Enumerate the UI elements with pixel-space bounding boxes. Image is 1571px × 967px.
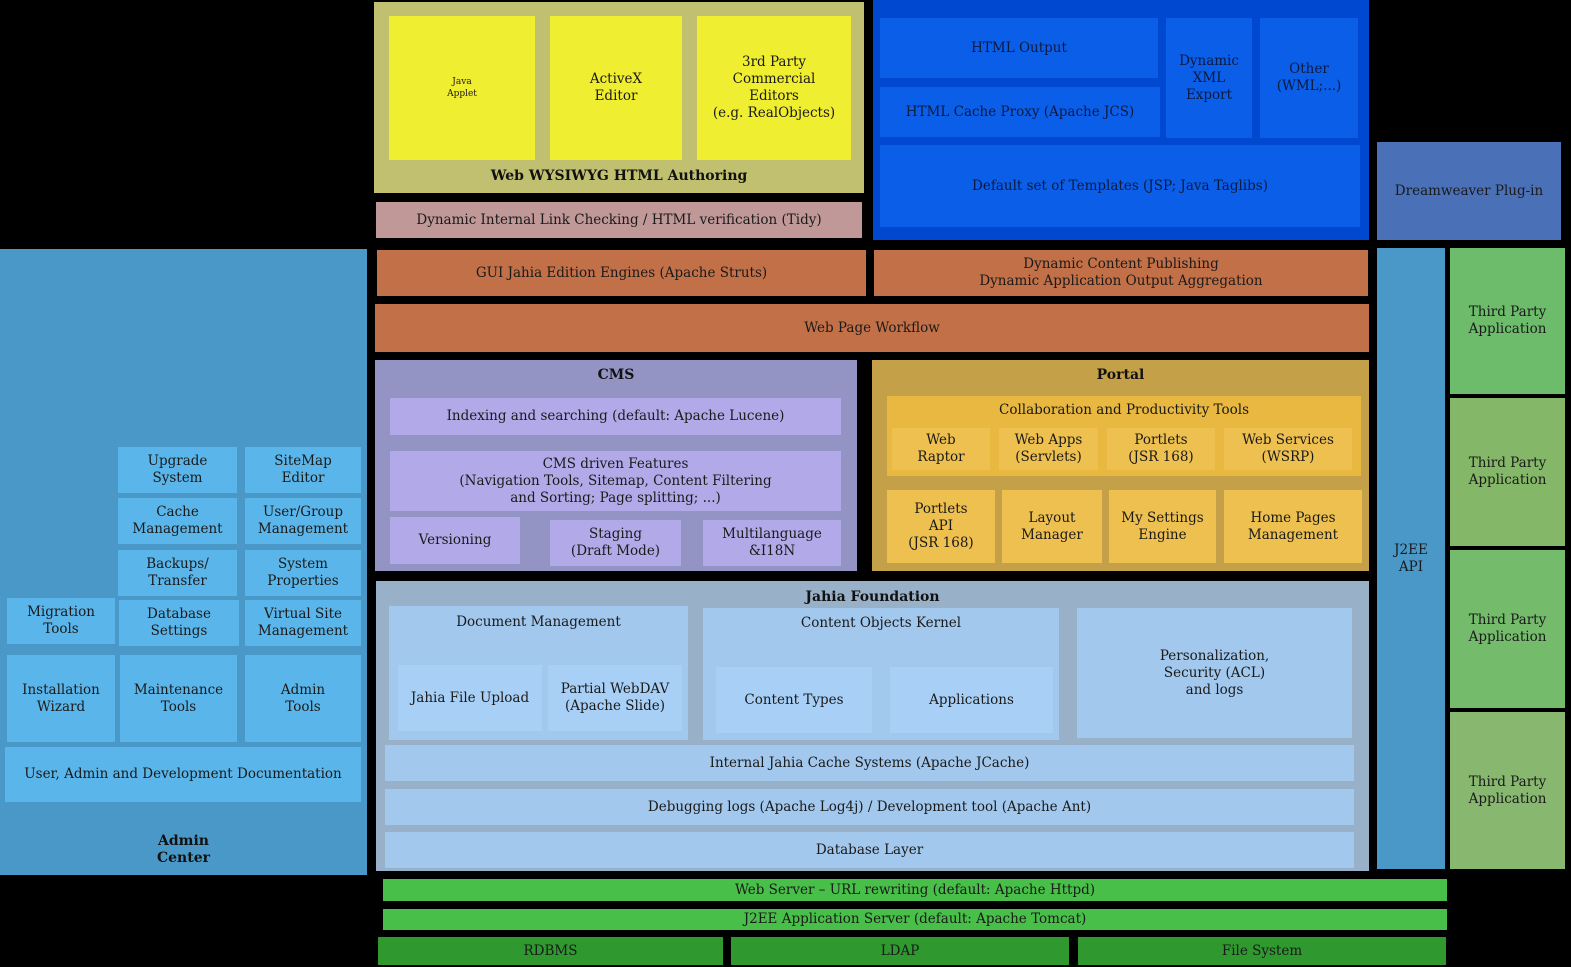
java-applet-box: Java Applet	[389, 16, 535, 160]
migration-tools-box: Migration Tools	[7, 598, 115, 644]
html-output-box: HTML Output	[880, 18, 1158, 78]
web-raptor-box: Web Raptor	[892, 428, 990, 470]
third-party-app-2: Third Party Application	[1450, 398, 1565, 546]
third-party-editors-box: 3rd Party Commercial Editors (e.g. RealO…	[697, 16, 851, 160]
portlets-api-box: Portlets API (JSR 168)	[887, 490, 995, 563]
file-upload-box: Jahia File Upload	[398, 665, 542, 731]
web-apps-box: Web Apps (Servlets)	[999, 428, 1098, 470]
sitemap-editor-box: SiteMap Editor	[245, 447, 361, 493]
multilanguage-box: Multilanguage &I18N	[703, 520, 841, 566]
third-party-app-1: Third Party Application	[1450, 248, 1565, 394]
admin-center-title: Admin Center	[157, 833, 210, 866]
layout-manager-box: Layout Manager	[1002, 490, 1102, 563]
j2ee-api-box: J2EE API	[1377, 248, 1445, 869]
webdav-box: Partial WebDAV (Apache Slide)	[548, 665, 682, 731]
third-party-app-3: Third Party Application	[1450, 550, 1565, 708]
gui-engines-box: GUI Jahia Edition Engines (Apache Struts…	[377, 250, 866, 296]
debugging-box: Debugging logs (Apache Log4j) / Developm…	[385, 789, 1354, 825]
file-system-box: File System	[1078, 937, 1446, 965]
home-pages-box: Home Pages Management	[1224, 490, 1362, 563]
other-output-box: Other (WML;...)	[1260, 18, 1358, 138]
maintenance-tools-box: Maintenance Tools	[120, 655, 237, 742]
applications-box: Applications	[890, 667, 1053, 733]
virtual-site-management-box: Virtual Site Management	[245, 600, 361, 646]
cache-management-box: Cache Management	[118, 498, 237, 544]
tidy-box: Dynamic Internal Link Checking / HTML ve…	[376, 202, 862, 238]
database-layer-box: Database Layer	[385, 832, 1354, 868]
upgrade-system-box: Upgrade System	[118, 447, 237, 493]
app-server-bar: J2EE Application Server (default: Apache…	[383, 909, 1447, 930]
portal-title: Portal	[1096, 367, 1145, 383]
user-group-management-box: User/Group Management	[245, 498, 361, 544]
content-types-box: Content Types	[716, 667, 872, 733]
ldap-box: LDAP	[731, 937, 1069, 965]
cms-features-box: CMS driven Features (Navigation Tools, S…	[390, 451, 841, 511]
activex-editor-box: ActiveX Editor	[550, 16, 682, 160]
backups-transfer-box: Backups/ Transfer	[118, 550, 237, 596]
documentation-box: User, Admin and Development Documentatio…	[5, 747, 361, 802]
system-properties-box: System Properties	[245, 550, 361, 596]
admin-tools-box: Admin Tools	[245, 655, 361, 742]
versioning-box: Versioning	[390, 517, 520, 564]
dreamweaver-box: Dreamweaver Plug-in	[1377, 142, 1561, 240]
third-party-app-4: Third Party Application	[1450, 712, 1565, 869]
staging-box: Staging (Draft Mode)	[550, 520, 681, 566]
indexing-box: Indexing and searching (default: Apache …	[390, 398, 841, 435]
workflow-box: Web Page Workflow	[375, 304, 1369, 352]
web-server-bar: Web Server – URL rewriting (default: Apa…	[383, 879, 1447, 901]
cms-title: CMS	[597, 367, 635, 383]
portlets-box: Portlets (JSR 168)	[1107, 428, 1215, 470]
wysiwyg-title: Web WYSIWYG HTML Authoring	[490, 168, 748, 184]
database-settings-box: Database Settings	[119, 600, 239, 646]
web-services-box: Web Services (WSRP)	[1224, 428, 1352, 470]
rdbms-box: RDBMS	[378, 937, 723, 965]
my-settings-box: My Settings Engine	[1109, 490, 1216, 563]
html-cache-box: HTML Cache Proxy (Apache JCS)	[880, 87, 1160, 137]
installation-wizard-box: Installation Wizard	[7, 655, 115, 742]
content-publishing-box: Dynamic Content Publishing Dynamic Appli…	[874, 250, 1368, 296]
foundation-title: Jahia Foundation	[805, 589, 940, 605]
dynamic-xml-box: Dynamic XML Export	[1166, 18, 1252, 138]
cache-systems-box: Internal Jahia Cache Systems (Apache JCa…	[385, 745, 1354, 781]
personalization-box: Personalization, Security (ACL) and logs	[1077, 608, 1352, 738]
templates-box: Default set of Templates (JSP; Java Tagl…	[880, 145, 1360, 227]
